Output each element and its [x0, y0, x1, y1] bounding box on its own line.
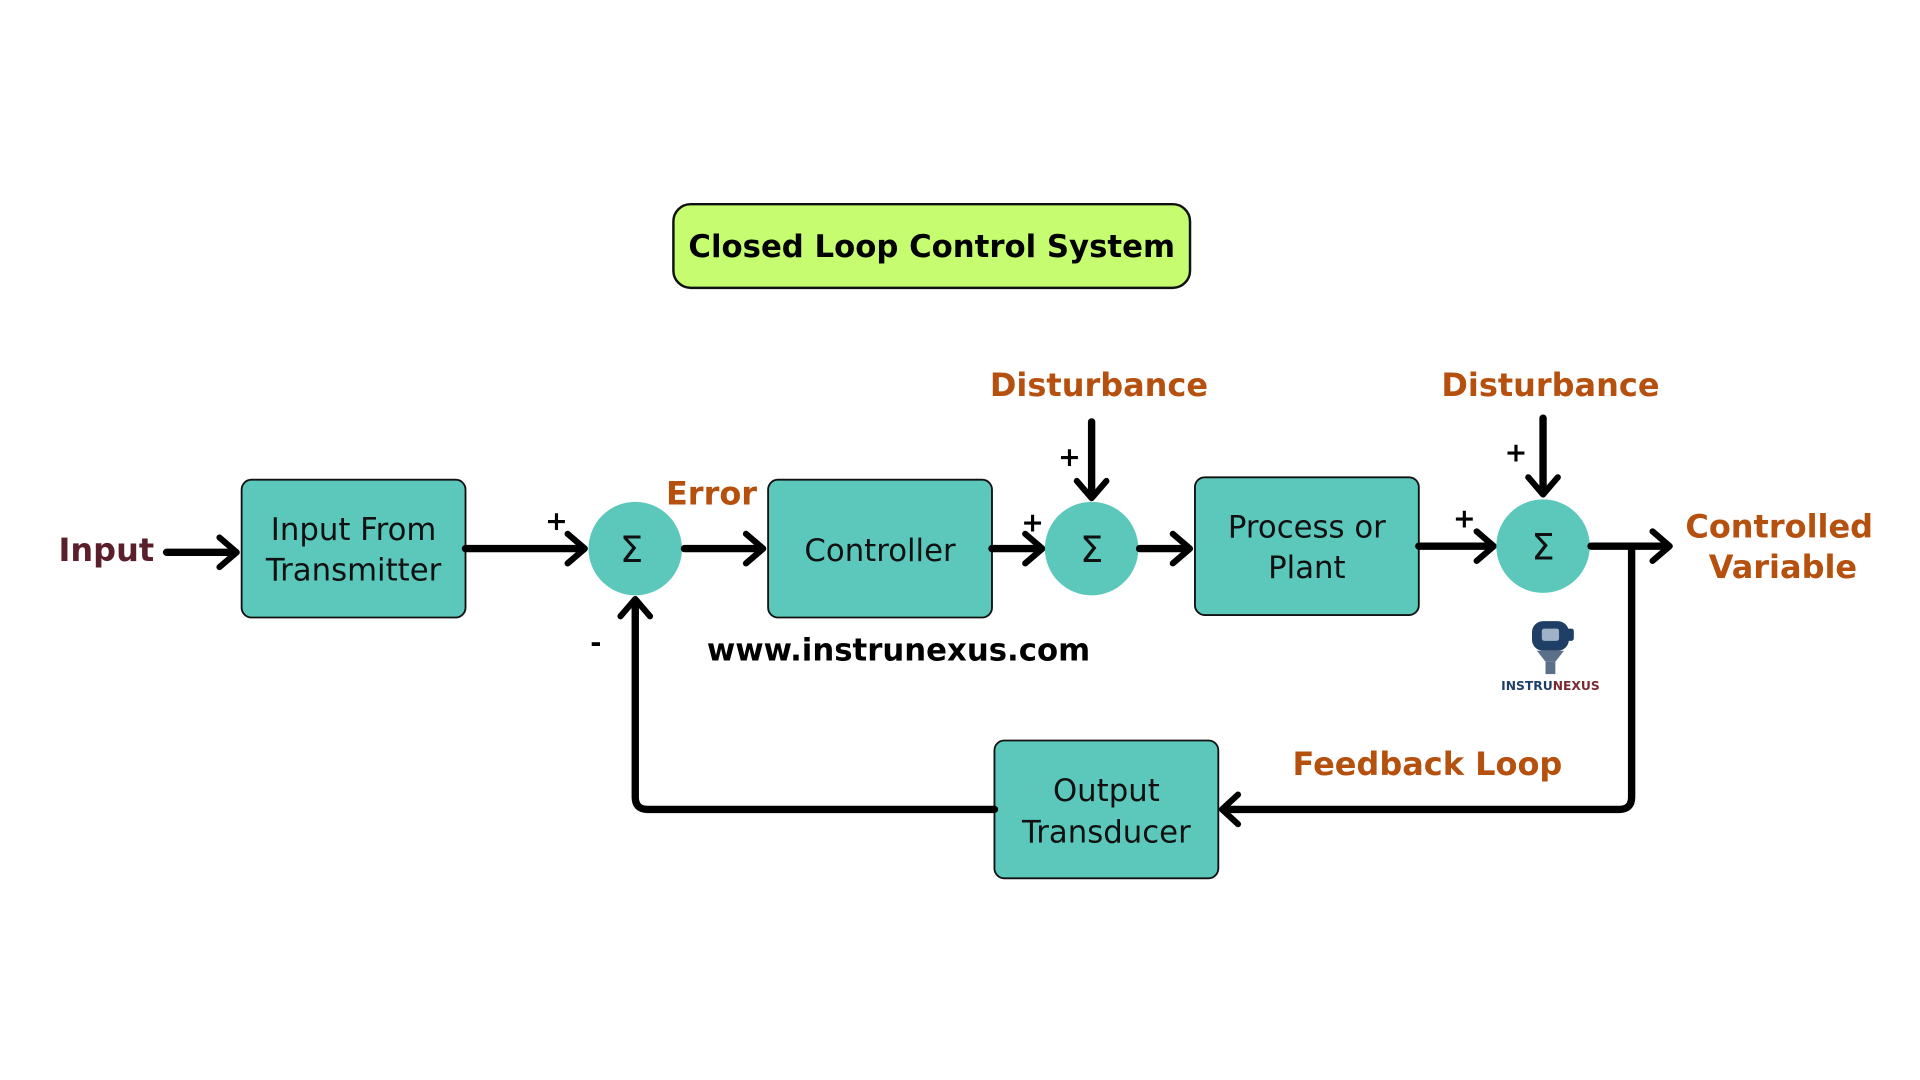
title-box: Closed Loop Control System: [672, 202, 1192, 290]
summing-junction-2: Σ: [1044, 501, 1139, 596]
arrow-to-sum1: [461, 530, 588, 567]
plus-sign: +: [1058, 442, 1081, 473]
block-output-transducer: Output Transducer: [993, 739, 1220, 880]
diagram-title: Closed Loop Control System: [688, 229, 1175, 265]
block-label: Transmitter: [265, 553, 442, 589]
plus-sign: +: [545, 506, 568, 537]
plus-sign: +: [1505, 437, 1528, 468]
sigma-icon: Σ: [1531, 526, 1554, 569]
arrow-input: [162, 534, 240, 571]
block-label: Transducer: [1021, 815, 1191, 851]
controlled-variable-label: Variable: [1709, 548, 1857, 586]
pressure-transmitter-icon: [1531, 621, 1574, 675]
feedback-line-right: [1218, 542, 1636, 828]
plus-sign: +: [1021, 507, 1044, 538]
block-controller: Controller: [767, 478, 993, 619]
summing-junction-1: Σ: [588, 501, 683, 596]
block-label: Input From: [271, 512, 437, 548]
minus-sign: -: [590, 628, 601, 659]
block-label: Process or: [1228, 510, 1386, 546]
disturbance-label-2: Disturbance: [1441, 366, 1659, 404]
block-label: Controller: [804, 533, 956, 569]
feedback-loop-label: Feedback Loop: [1293, 745, 1563, 783]
arrow-to-controller: [680, 530, 767, 567]
arrow-disturbance-1: [1073, 418, 1110, 502]
svg-text:INSTRUNEXUS: INSTRUNEXUS: [1501, 679, 1600, 693]
input-label: Input: [59, 531, 155, 569]
feedback-line-left: [617, 595, 999, 814]
website-label: www.instrunexus.com: [707, 633, 1090, 669]
arrow-disturbance-2: [1525, 414, 1561, 498]
sigma-icon: Σ: [620, 528, 643, 571]
disturbance-label-1: Disturbance: [990, 366, 1208, 404]
arrow-to-sum2: [988, 530, 1046, 567]
error-label: Error: [666, 474, 757, 512]
instrunexus-logo: INSTRUNEXUS: [1501, 621, 1600, 693]
block-process-or-plant: Process or Plant: [1194, 476, 1420, 616]
summing-junction-3: Σ: [1496, 499, 1590, 593]
sigma-icon: Σ: [1080, 528, 1103, 571]
block-label: Output: [1053, 773, 1160, 809]
controlled-variable-label: Controlled: [1685, 508, 1873, 546]
plus-sign: +: [1453, 504, 1476, 535]
block-label: Plant: [1268, 550, 1345, 586]
arrow-to-process: [1135, 530, 1194, 567]
arrow-to-sum3: [1415, 528, 1497, 564]
block-input-from-transmitter: Input From Transmitter: [240, 478, 467, 619]
